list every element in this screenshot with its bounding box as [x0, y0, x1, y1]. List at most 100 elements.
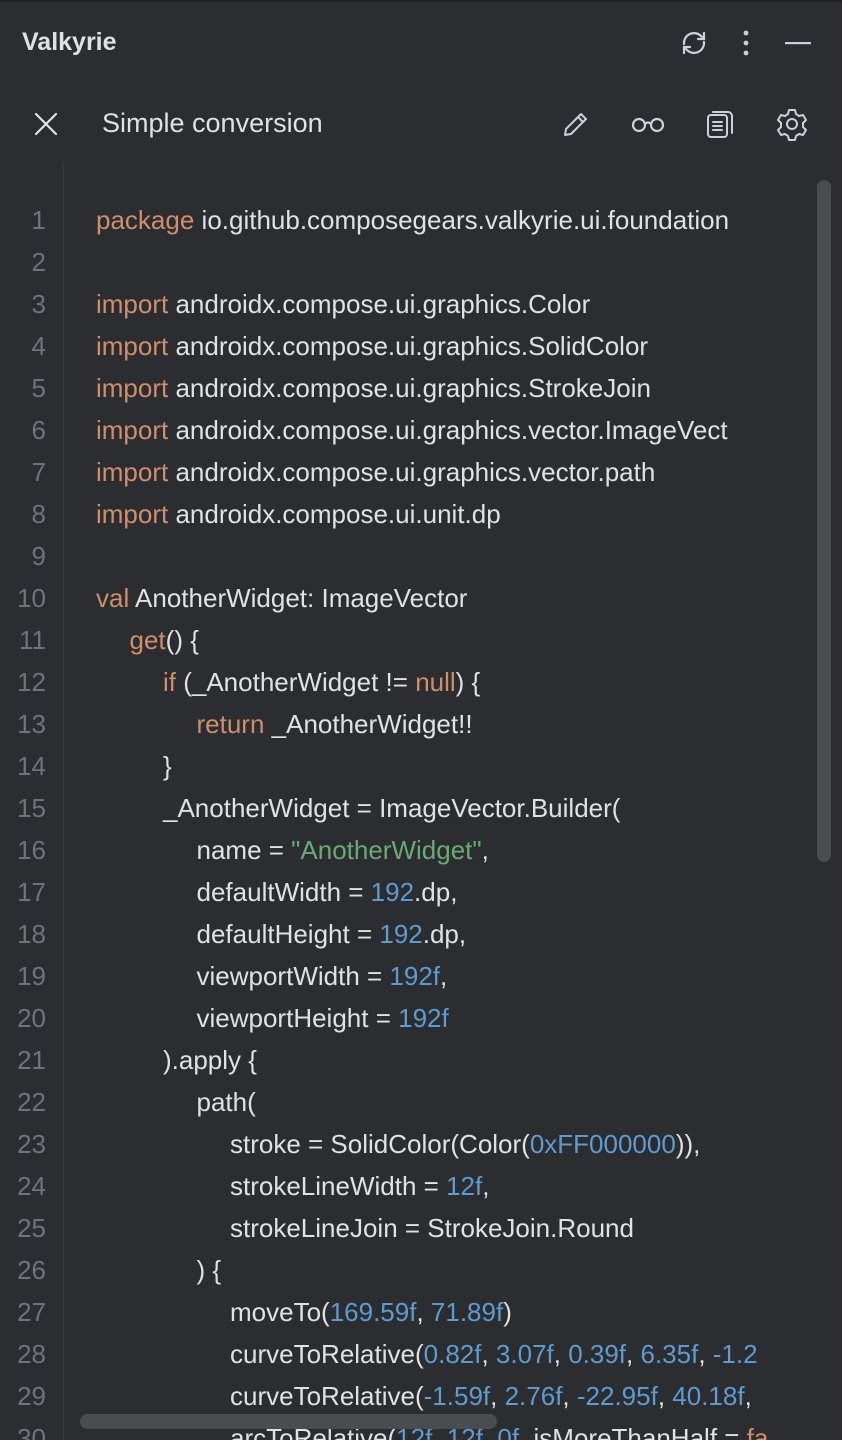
code-text: package io.github.composegears.valkyrie.… — [96, 199, 729, 241]
line-number: 15 — [17, 793, 46, 823]
code-text: ).apply { — [163, 1039, 257, 1081]
keyword-token: import — [96, 499, 169, 529]
minimize-icon[interactable] — [782, 26, 814, 60]
text-token: ) { — [196, 1255, 222, 1285]
number-token: 0xFF000000 — [529, 1129, 676, 1159]
text-token: ) { — [455, 667, 481, 697]
text-token: androidx.compose.ui.graphics.SolidColor — [168, 331, 649, 361]
number-token: -1.59f — [423, 1381, 491, 1411]
text-token: , — [553, 1339, 569, 1369]
text-token: , — [626, 1339, 641, 1369]
tool-window-header: Valkyrie — [0, 0, 842, 84]
number-token: 0.82f — [423, 1339, 482, 1369]
code-text: import androidx.compose.ui.graphics.Colo… — [96, 283, 590, 325]
number-token: 192 — [379, 919, 423, 949]
line-number: 10 — [17, 583, 46, 613]
code-text: ) { — [197, 1249, 222, 1291]
text-token: androidx.compose.ui.graphics.StrokeJoin — [168, 373, 651, 403]
text-token: viewportHeight = — [196, 1003, 399, 1033]
number-token: -22.95f — [576, 1381, 658, 1411]
number-token: 12f — [446, 1171, 483, 1201]
code-text: curveToRelative(-1.59f, 2.76f, -22.95f, … — [230, 1375, 752, 1417]
line-number: 27 — [17, 1297, 46, 1327]
line-number: 17 — [17, 877, 46, 907]
code-text: import androidx.compose.ui.graphics.Stro… — [96, 367, 651, 409]
text-token: _AnotherWidget = ImageVector.Builder( — [163, 793, 621, 823]
number-token: 0.39f — [568, 1339, 627, 1369]
text-token: defaultWidth = — [196, 877, 371, 907]
code-text: strokeLineJoin = StrokeJoin.Round — [230, 1207, 634, 1249]
number-token: 192f — [389, 961, 441, 991]
code-text: defaultWidth = 192.dp, — [197, 871, 458, 913]
code-text: import androidx.compose.ui.graphics.Soli… — [96, 325, 648, 367]
text-token: curveToRelative( — [230, 1381, 424, 1411]
line-number: 11 — [19, 625, 46, 655]
more-vertical-icon[interactable] — [730, 26, 762, 60]
code-line: 26) { — [0, 1249, 842, 1291]
text-token: () { — [165, 625, 199, 655]
text-token: .dp, — [414, 877, 458, 907]
number-token: 169.59f — [329, 1297, 417, 1327]
keyword-token: return — [196, 709, 265, 739]
close-icon[interactable] — [28, 106, 64, 142]
sync-icon[interactable] — [676, 26, 712, 60]
text-token: defaultHeight = — [196, 919, 380, 949]
text-token: , — [698, 1339, 713, 1369]
code-text: viewportWidth = 192f, — [197, 955, 448, 997]
text-token: , — [416, 1297, 431, 1327]
text-token: androidx.compose.ui.unit.dp — [168, 499, 501, 529]
keyword-token: get — [129, 625, 166, 655]
keyword-token: null — [415, 667, 456, 697]
conversion-title: Simple conversion — [102, 108, 323, 138]
keyword-token: import — [96, 373, 169, 403]
keyword-token: package — [96, 205, 195, 235]
line-number: 13 — [17, 709, 46, 739]
conversion-toolbar: Simple conversion — [0, 84, 842, 162]
line-number: 30 — [17, 1423, 46, 1440]
edit-icon[interactable] — [558, 104, 594, 144]
text-token: androidx.compose.ui.graphics.Color — [168, 289, 591, 319]
code-text: curveToRelative(0.82f, 3.07f, 0.39f, 6.3… — [230, 1333, 758, 1375]
horizontal-scrollbar[interactable] — [80, 1414, 497, 1429]
code-text: val AnotherWidget: ImageVector — [96, 577, 467, 619]
text-token: _AnotherWidget!! — [264, 709, 473, 739]
preview-icon[interactable] — [628, 104, 668, 144]
code-line: 2 — [0, 241, 842, 283]
number-token: 192 — [370, 877, 415, 907]
line-number: 8 — [31, 499, 46, 529]
number-token: 3.07f — [495, 1339, 554, 1369]
code-text: import androidx.compose.ui.graphics.vect… — [96, 451, 655, 493]
code-text: stroke = SolidColor(Color(0xFF000000)), — [230, 1123, 700, 1165]
code-line: 11 get() { — [0, 619, 842, 661]
keyword-token: import — [96, 415, 169, 445]
text-token: )), — [675, 1129, 701, 1159]
text-token: , isMoreThanHalf = — [519, 1423, 747, 1440]
settings-icon[interactable] — [772, 104, 812, 144]
vertical-scrollbar[interactable] — [817, 180, 831, 862]
line-number: 6 — [31, 415, 46, 445]
text-token: strokeLineWidth = — [230, 1171, 447, 1201]
window-top-border — [0, 0, 842, 2]
code-text: return _AnotherWidget!! — [197, 703, 473, 745]
text-token: , — [657, 1381, 673, 1411]
line-number: 21 — [17, 1045, 46, 1075]
line-number: 20 — [17, 1003, 46, 1033]
code-text: if (_AnotherWidget != null) { — [163, 661, 480, 703]
number-token: 40.18f — [672, 1381, 745, 1411]
code-line: 8 import androidx.compose.ui.unit.dp — [0, 493, 842, 535]
copy-icon[interactable] — [702, 104, 738, 144]
text-token: curveToRelative( — [230, 1339, 424, 1369]
code-text: _AnotherWidget = ImageVector.Builder( — [163, 787, 620, 829]
keyword-token: import — [96, 289, 169, 319]
code-line: 15 _AnotherWidget = ImageVector.Builder( — [0, 787, 842, 829]
text-token: name = — [196, 835, 292, 865]
gutter-separator — [63, 162, 64, 1440]
